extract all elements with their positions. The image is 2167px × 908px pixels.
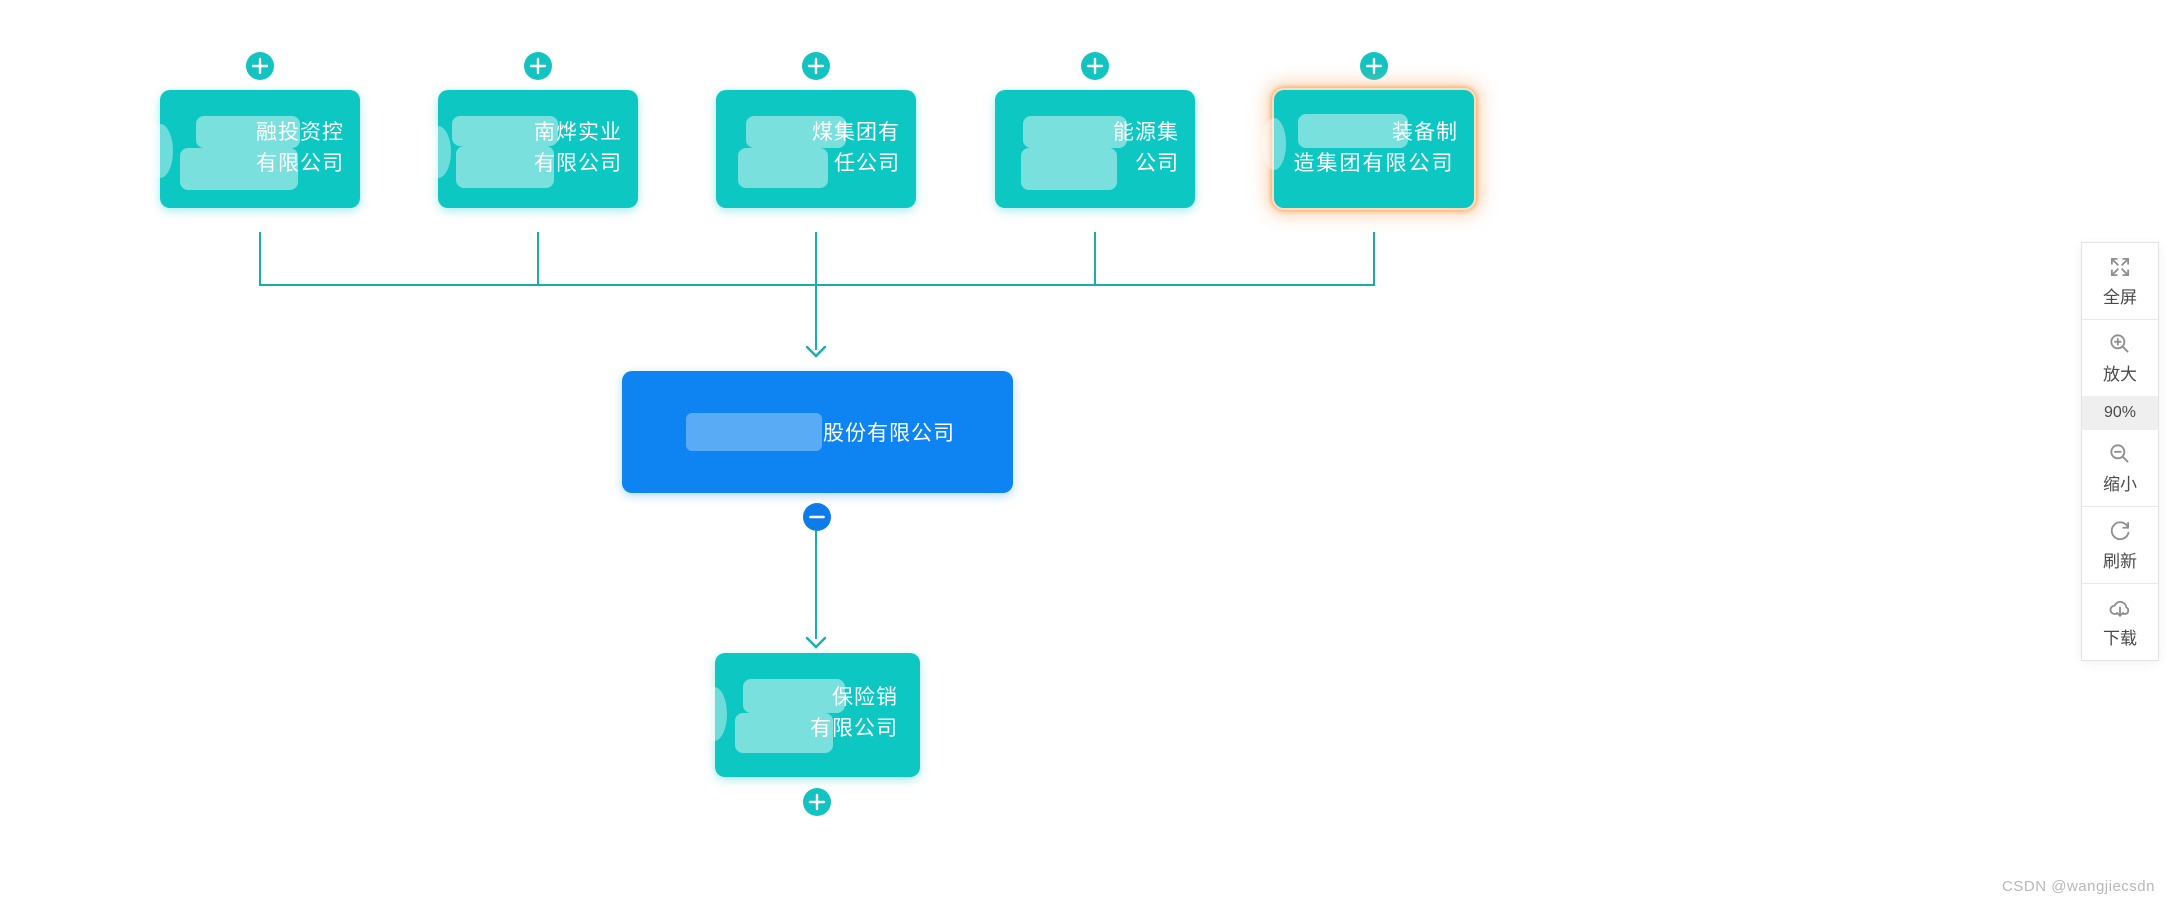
refresh-icon (2110, 521, 2130, 541)
redaction-overlay (425, 126, 451, 178)
company-node[interactable]: 融投资控 有限公司 (147, 90, 360, 208)
redaction-overlay (735, 713, 833, 753)
redaction-overlay (738, 148, 828, 188)
company-name: 融投资控 (256, 121, 344, 144)
redaction-overlay (743, 679, 845, 713)
connector-line (537, 232, 539, 285)
redaction-overlay (686, 413, 822, 451)
plus-icon (808, 793, 826, 811)
redaction-overlay (746, 116, 846, 148)
expand-button[interactable] (246, 52, 274, 80)
plus-icon (1365, 57, 1383, 75)
expand-button[interactable] (802, 52, 830, 80)
zoom-in-button[interactable]: 放大 (2082, 320, 2158, 396)
redaction-overlay (1262, 118, 1286, 170)
watermark: CSDN @wangjiecsdn (2002, 878, 2155, 895)
plus-icon (807, 57, 825, 75)
expand-button[interactable] (803, 788, 831, 816)
redaction-overlay (180, 148, 298, 190)
divider (2082, 506, 2158, 507)
company-node[interactable]: 南烨实业 有限公司 (425, 90, 638, 208)
zoom-out-icon (2110, 444, 2129, 463)
fullscreen-button[interactable]: 全屏 (2082, 243, 2158, 319)
company-name: 有限公司 (534, 152, 622, 175)
connector-line (1373, 232, 1375, 285)
redaction-overlay (1021, 148, 1117, 190)
redaction-overlay (196, 116, 300, 148)
refresh-button[interactable]: 刷新 (2082, 507, 2158, 583)
company-node[interactable]: 能源集 公司 (995, 90, 1195, 208)
arrowhead-down-icon (805, 345, 827, 358)
redaction-overlay (1023, 116, 1127, 148)
company-name: 股份有限公司 (823, 422, 955, 445)
company-name: 保险销 (832, 686, 898, 709)
redaction-overlay (456, 146, 554, 188)
download-label: 下载 (2103, 629, 2137, 648)
company-name: 装备制 (1392, 121, 1458, 144)
divider (2082, 319, 2158, 320)
refresh-label: 刷新 (2103, 552, 2137, 571)
redaction-overlay (701, 687, 727, 741)
arrowhead-down-icon (805, 636, 827, 649)
fullscreen-label: 全屏 (2103, 288, 2137, 307)
redaction-overlay (1298, 114, 1408, 148)
fullscreen-icon (2110, 257, 2130, 277)
redaction-overlay (452, 116, 558, 146)
zoom-out-label: 缩小 (2103, 475, 2137, 494)
connector-line (1094, 232, 1096, 285)
zoom-in-label: 放大 (2103, 365, 2137, 384)
minus-icon (809, 515, 825, 519)
root-company-node[interactable]: 股份有限公司 (622, 371, 1013, 493)
company-name: 煤集团有 (812, 121, 900, 144)
company-name: 南烨实业 (534, 121, 622, 144)
subsidiary-node[interactable]: 保险销 有限公司 (701, 653, 920, 777)
company-name: 造集团有限公司 (1293, 152, 1455, 175)
company-name: 任公司 (834, 152, 900, 175)
company-node-highlighted[interactable]: 装备制 造集团有限公司 (1262, 90, 1474, 208)
download-button[interactable]: 下载 (2082, 584, 2158, 660)
connector-line (815, 531, 817, 639)
company-name: 能源集 (1113, 121, 1179, 144)
plus-icon (1086, 57, 1104, 75)
divider (2082, 583, 2158, 584)
expand-button[interactable] (1081, 52, 1109, 80)
zoom-level: 90% (2082, 396, 2158, 430)
zoom-in-icon (2110, 334, 2129, 353)
company-name: 有限公司 (810, 717, 898, 740)
expand-button[interactable] (1360, 52, 1388, 80)
connector-line (815, 232, 817, 350)
chart-toolbar: 全屏 放大 90% 缩小 刷新 (2081, 242, 2159, 661)
redaction-overlay (147, 124, 173, 178)
plus-icon (529, 57, 547, 75)
zoom-out-button[interactable]: 缩小 (2082, 430, 2158, 506)
plus-icon (251, 57, 269, 75)
company-name: 有限公司 (256, 152, 344, 175)
company-name: 公司 (1135, 152, 1179, 175)
connector-line (259, 284, 1375, 286)
download-icon (2109, 600, 2130, 617)
company-node[interactable]: 煤集团有 任公司 (716, 90, 916, 208)
connector-line (259, 232, 261, 285)
collapse-button[interactable] (803, 503, 831, 531)
expand-button[interactable] (524, 52, 552, 80)
